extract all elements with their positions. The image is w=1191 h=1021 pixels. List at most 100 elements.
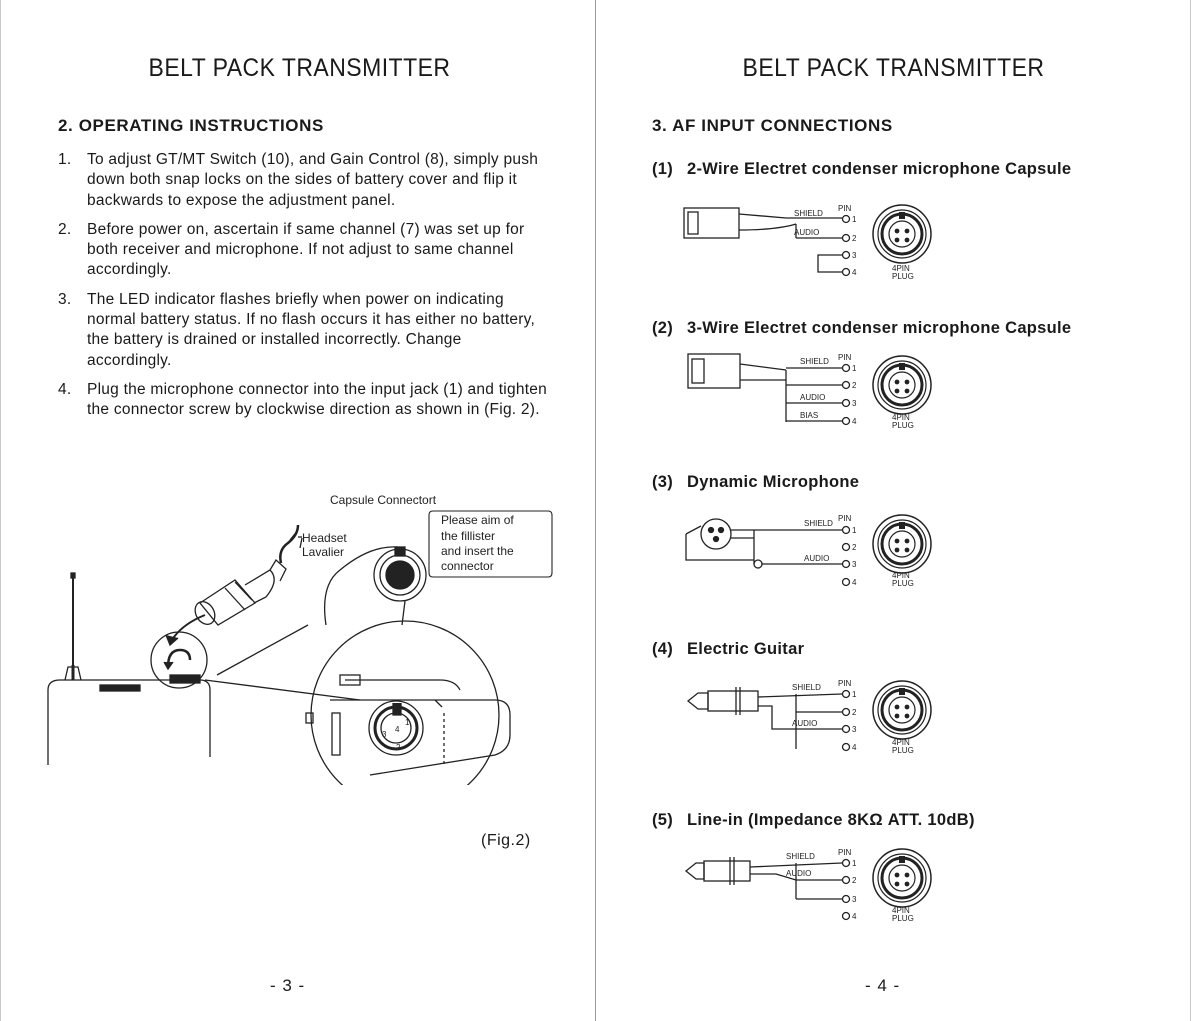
plug-label: PLUG (892, 914, 914, 923)
connection-heading-4: (4) Electric Guitar (652, 640, 804, 659)
bias-label: BIAS (800, 411, 818, 420)
pin-number: 3 (852, 399, 857, 408)
pin-number: 1 (852, 690, 857, 699)
instruction-item: 4. Plug the microphone connector into th… (58, 380, 548, 421)
instruction-item: 2. Before power on, ascertain if same ch… (58, 220, 548, 281)
section-heading-af-input: 3. AF INPUT CONNECTIONS (652, 116, 893, 135)
page-number: - 3 - (270, 976, 306, 995)
pin-number: 1 (852, 526, 857, 535)
connection-number: (1) (652, 160, 674, 178)
page-3: BELT PACK TRANSMITTER 2. OPERATING INSTR… (0, 0, 595, 1021)
callout-line-1: Please aim of (441, 513, 514, 527)
pin-number: 3 (852, 895, 857, 904)
shield-label: SHIELD (800, 357, 829, 366)
instruction-text: To adjust GT/MT Switch (10), and Gain Co… (87, 151, 539, 209)
wiring-diagram-5: SHIELD AUDIO PIN 1 2 3 4 4PIN PLUG (684, 847, 933, 923)
pin-header-label: PIN (838, 353, 852, 362)
instruction-item: 3. The LED indicator flashes briefly whe… (58, 290, 548, 371)
pin-label-1: 1 (405, 718, 410, 727)
plug-label: 4PIN (892, 738, 910, 747)
audio-label: AUDIO (800, 393, 825, 402)
connection-heading-3: (3) Dynamic Microphone (652, 473, 859, 492)
plug-label: PLUG (892, 272, 914, 281)
shield-label: SHIELD (804, 519, 833, 528)
callout-line-4: connector (441, 559, 494, 573)
pin-label-4: 4 (395, 725, 400, 734)
connection-title: 2-Wire Electret condenser microphone Cap… (687, 160, 1072, 178)
pin-number: 1 (852, 859, 857, 868)
instruction-text: Plug the microphone connector into the i… (87, 380, 547, 419)
wiring-diagram-1: SHIELD AUDIO PIN 1 2 3 4 4PIN PLUG (683, 203, 933, 281)
shield-label: SHIELD (792, 683, 821, 692)
instruction-number: 2. (58, 220, 72, 238)
pin-header-label: PIN (838, 848, 852, 857)
pin-label-3: 3 (382, 730, 387, 739)
instruction-item: 1. To adjust GT/MT Switch (10), and Gain… (58, 150, 548, 211)
instructions-list: 1. To adjust GT/MT Switch (10), and Gain… (58, 150, 548, 430)
pin-number: 2 (852, 876, 857, 885)
capsule-connector-label: Capsule Connectort (330, 493, 437, 507)
pin-number: 3 (852, 251, 857, 260)
plug-label: PLUG (892, 579, 914, 588)
page-divider (595, 0, 596, 1021)
pin-number: 1 (852, 364, 857, 373)
pin-label-2: 2 (396, 743, 401, 752)
wiring-diagram-2: SHIELD AUDIO BIAS PIN 1 2 3 4 4PIN PLUG (687, 353, 933, 430)
section-heading-operating-instructions: 2. OPERATING INSTRUCTIONS (58, 116, 324, 135)
pin-header-label: PIN (838, 514, 852, 523)
pin-number: 4 (852, 417, 857, 426)
lavalier-label: Lavalier (302, 545, 344, 559)
connection-heading-5: (5) Line-in (Impedance 8KΩ ATT. 10dB) (652, 811, 975, 830)
pin-number: 2 (852, 543, 857, 552)
instruction-number: 1. (58, 151, 72, 168)
instruction-text: Before power on, ascertain if same chann… (87, 220, 525, 279)
shield-label: SHIELD (786, 852, 815, 861)
pin-number: 3 (852, 560, 857, 569)
page-title: BELT PACK TRANSMITTER (742, 54, 1045, 82)
shield-label: SHIELD (794, 209, 823, 218)
audio-label: AUDIO (786, 869, 811, 878)
plug-label: 4PIN (892, 906, 910, 915)
instruction-number: 3. (58, 290, 72, 308)
pin-number: 4 (852, 743, 857, 752)
figure-caption: (Fig.2) (481, 832, 531, 849)
pin-header-label: PIN (838, 204, 852, 213)
page-4: BELT PACK TRANSMITTER 3. AF INPUT CONNEC… (596, 0, 1191, 1021)
connection-heading-2: (2) 3-Wire Electret condenser microphone … (652, 319, 1071, 338)
pin-number: 4 (852, 912, 857, 921)
callout-line-2: the fillister (441, 529, 495, 543)
connection-number: (3) (652, 473, 674, 491)
connection-number: (5) (652, 811, 674, 829)
plug-label: 4PIN (892, 571, 910, 580)
connection-number: (4) (652, 640, 674, 658)
pin-number: 2 (852, 708, 857, 717)
connection-title: 3-Wire Electret condenser microphone Cap… (687, 319, 1072, 337)
wiring-diagram-3: SHIELD AUDIO PIN 1 2 3 4 4PIN PLUG (685, 513, 933, 588)
pin-number: 2 (852, 234, 857, 243)
plug-label: PLUG (892, 746, 914, 755)
pin-number: 3 (852, 725, 857, 734)
plug-label: 4PIN (892, 264, 910, 273)
pin-number: 1 (852, 215, 857, 224)
callout-line-3: and insert the (441, 544, 514, 558)
plug-label: 4PIN (892, 413, 910, 422)
pin-header-label: PIN (838, 679, 852, 688)
pin-number: 4 (852, 268, 857, 277)
connection-title: Line-in (Impedance 8KΩ ATT. 10dB) (687, 811, 975, 829)
pin-number: 4 (852, 578, 857, 587)
connector-illustration: Capsule Connectort Headset Lavalier Plea… (47, 493, 553, 785)
audio-label: AUDIO (804, 554, 829, 563)
instruction-text: The LED indicator flashes briefly when p… (87, 290, 536, 369)
connection-heading-1: (1) 2-Wire Electret condenser microphone … (652, 160, 1071, 179)
pin-number: 2 (852, 381, 857, 390)
connection-number: (2) (652, 319, 674, 337)
audio-label: AUDIO (794, 228, 819, 237)
headset-label: Headset (302, 531, 347, 545)
page-title: BELT PACK TRANSMITTER (148, 54, 451, 82)
page-number: - 4 - (865, 976, 901, 995)
connection-title: Dynamic Microphone (687, 473, 860, 491)
instruction-number: 4. (58, 380, 72, 398)
wiring-diagram-4: SHIELD AUDIO PIN 1 2 3 4 4PIN PLUG (686, 679, 933, 755)
connection-title: Electric Guitar (687, 640, 805, 658)
plug-label: PLUG (892, 421, 914, 430)
